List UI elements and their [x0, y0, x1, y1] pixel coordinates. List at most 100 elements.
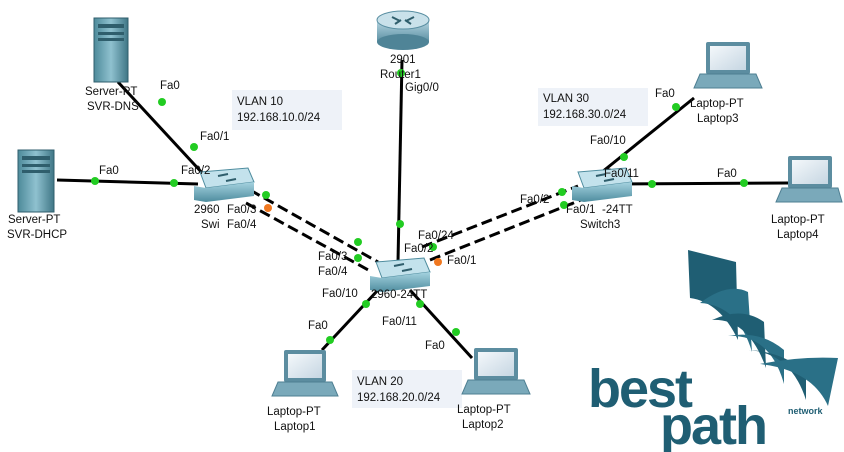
logo-swoosh-2 [700, 288, 752, 352]
laptop3-icon[interactable] [693, 42, 763, 89]
link-sw2-sw3-a[interactable] [421, 184, 579, 249]
port-dot [158, 98, 166, 106]
svr-dns-name-label: SVR-DNS [87, 101, 139, 113]
port-label: Fa0 [425, 340, 445, 352]
port-label: Fa0/4 [318, 266, 348, 278]
switch3-name-label: Switch3 [580, 219, 620, 231]
port-dot [648, 180, 656, 188]
port-dot [560, 201, 568, 209]
vlan30-subnet: 192.168.30.0/24 [543, 109, 627, 121]
vlan20-subnet: 192.168.20.0/24 [357, 392, 441, 404]
port-dot [429, 243, 437, 251]
laptop3-type-label: Laptop-PT [690, 98, 744, 110]
port-dot [452, 328, 460, 336]
vlan10-subnet: 192.168.10.0/24 [237, 112, 321, 124]
port-dot [91, 177, 99, 185]
switch3-icon[interactable] [572, 167, 633, 202]
logo-swoosh-4 [728, 334, 784, 384]
port-label: Fa0 [655, 88, 675, 100]
link-router-sw2[interactable] [396, 59, 404, 263]
laptop1-name-label: Laptop1 [274, 421, 316, 433]
port-label: Fa0/2 [520, 194, 549, 206]
port-label: Fa0 [160, 80, 180, 92]
laptop1-type-label: Laptop-PT [267, 406, 321, 418]
link-sw3-laptop3[interactable] [601, 96, 695, 174]
svr-dhcp-name-label: SVR-DHCP [7, 229, 67, 241]
server-dns-icon[interactable] [93, 17, 129, 83]
switch3-type-label: -24TT [602, 204, 633, 216]
port-indicators [91, 69, 748, 344]
port-dot [190, 143, 198, 151]
port-label: Gig0/0 [405, 82, 439, 94]
vlan10-name: VLAN 10 [237, 96, 283, 108]
vlan30-box [538, 88, 648, 126]
port-label: Fa0 [308, 320, 328, 332]
logo-swoosh-6 [760, 357, 838, 406]
vlan10-box [232, 90, 342, 130]
port-dot [620, 153, 628, 161]
links [56, 59, 789, 360]
port-label: Fa0/1 [566, 204, 595, 216]
logo-swoosh-3 [712, 313, 766, 368]
port-label: Fa0/10 [590, 135, 626, 147]
link-sw2-sw3-b[interactable] [429, 196, 587, 262]
bestpath-logo: best path network [588, 250, 838, 452]
port-label: Fa0 [99, 165, 119, 177]
vlan20-name: VLAN 20 [357, 376, 403, 388]
port-label: Fa0/2 [404, 243, 433, 255]
laptop4-name-label: Laptop4 [777, 229, 819, 241]
laptop2-icon[interactable] [461, 348, 531, 395]
port-dot [354, 254, 362, 262]
port-dot [672, 103, 680, 111]
logo-word-best: best [588, 359, 693, 419]
server-dhcp-icon[interactable] [17, 149, 55, 213]
switch1-name-label: Swi [201, 219, 220, 231]
laptop4-icon[interactable] [775, 156, 843, 203]
link-sw3-laptop4[interactable] [617, 181, 789, 186]
logo-word-network: network [788, 406, 824, 416]
port-label: Fa0/1 [200, 131, 229, 143]
port-label: Fa0/10 [322, 288, 358, 300]
port-dot-orange [264, 204, 272, 212]
laptop2-type-label: Laptop-PT [457, 404, 511, 416]
port-label: Fa0/1 [447, 255, 476, 267]
port-dot [362, 300, 370, 308]
port-label: Fa0/2 [181, 165, 210, 177]
link-sw1-sw2-b[interactable] [245, 201, 373, 274]
port-label: Fa0 [717, 168, 737, 180]
router-type-label: 2901 [390, 54, 416, 66]
router-icon[interactable] [376, 10, 430, 50]
switch2-type-label: 2960-24TT [371, 289, 427, 301]
port-label: Fa0/4 [227, 219, 257, 231]
vlan20-box [352, 370, 462, 408]
port-label: Fa0/11 [382, 316, 417, 328]
switch1-type-label: 2960 [194, 204, 220, 216]
router-name-label: Router1 [380, 69, 421, 81]
port-label: Fa0/24 [418, 230, 454, 242]
link-sw1-sw2-a[interactable] [249, 188, 379, 264]
port-dot [558, 188, 566, 196]
port-dot [262, 191, 270, 199]
port-label: Fa0/3 [318, 251, 347, 263]
svr-dns-type-label: Server-PT [85, 86, 137, 98]
laptop3-name-label: Laptop3 [697, 113, 739, 125]
port-dot [396, 220, 404, 228]
switch1-icon[interactable] [194, 167, 255, 202]
port-dot [170, 179, 178, 187]
port-label: Fa0/11 [604, 168, 639, 180]
port-dot [416, 300, 424, 308]
switch2-icon[interactable] [370, 257, 431, 292]
laptop2-name-label: Laptop2 [462, 419, 504, 431]
port-label: Fa0/3 [227, 204, 256, 216]
vlan30-name: VLAN 30 [543, 93, 589, 105]
port-dot [397, 69, 405, 77]
laptop1-icon[interactable] [271, 350, 339, 397]
svr-dhcp-type-label: Server-PT [8, 214, 60, 226]
laptop4-type-label: Laptop-PT [771, 214, 825, 226]
port-dot-orange [434, 258, 442, 266]
link-dns-sw1[interactable] [116, 80, 207, 178]
logo-word-path: path [660, 396, 766, 452]
port-dot [740, 179, 748, 187]
